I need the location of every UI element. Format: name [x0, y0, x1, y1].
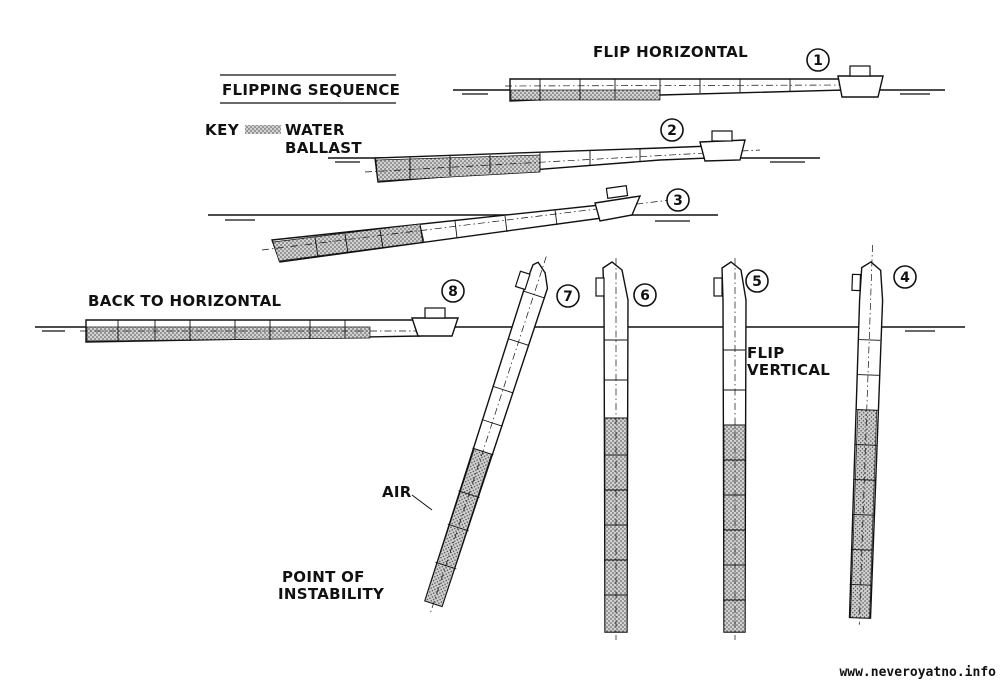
legend-ballast-swatch — [245, 125, 281, 134]
legend-key-label: KEY — [205, 121, 240, 139]
stage-6: 6 — [595, 258, 657, 640]
annotation-air: AIR — [382, 483, 412, 501]
step-marker-4 — [893, 265, 917, 289]
step-number-4: 4 — [900, 270, 910, 286]
step-marker-7 — [556, 284, 580, 308]
step-number-5: 5 — [752, 274, 762, 290]
step-marker-3 — [666, 188, 690, 212]
stage-4-marker: 4 — [893, 265, 917, 289]
step-marker-5 — [745, 269, 769, 293]
watermark: www.neveroyatno.info — [839, 665, 996, 680]
stage-label-flip-horizontal: FLIP HORIZONTAL — [593, 43, 748, 61]
stage-4 — [848, 244, 884, 625]
step-number-1: 1 — [813, 53, 823, 69]
step-number-2: 2 — [667, 123, 677, 139]
legend-item-line2: BALLAST — [285, 139, 362, 157]
stage-label-flip-vertical-line2: VERTICAL — [747, 361, 830, 379]
stage-label-flip-vertical-line1: FLIP — [747, 344, 785, 362]
stage-3: 3 — [208, 184, 718, 263]
stage-label-back-to-horizontal: BACK TO HORIZONTAL — [88, 292, 281, 310]
step-marker-1 — [806, 48, 830, 72]
step-marker-8 — [441, 279, 465, 303]
step-number-6: 6 — [640, 288, 650, 304]
stage-7-marker: 7 AIR POINT OF INSTABILITY — [278, 284, 580, 603]
stage-1: FLIP HORIZONTAL 1 — [453, 43, 945, 102]
stage-7 — [424, 256, 549, 614]
step-marker-6 — [633, 283, 657, 307]
stage-5: 5 FLIP VERTICAL — [713, 258, 830, 640]
legend: KEY WATER BALLAST — [205, 121, 362, 157]
stage-2: 2 — [328, 118, 820, 183]
step-number-8: 8 — [448, 284, 458, 300]
step-number-7: 7 — [563, 289, 573, 305]
diagram-title: FLIPPING SEQUENCE — [222, 81, 400, 99]
step-marker-2 — [660, 118, 684, 142]
step-number-3: 3 — [673, 193, 683, 209]
annotation-point-of-instability-line1: POINT OF — [282, 568, 365, 586]
diagram-title-group: FLIPPING SEQUENCE — [220, 74, 400, 104]
legend-item-line1: WATER — [285, 121, 345, 139]
stage-8: BACK TO HORIZONTAL 8 — [35, 279, 965, 343]
annotation-point-of-instability-line2: INSTABILITY — [278, 585, 385, 603]
